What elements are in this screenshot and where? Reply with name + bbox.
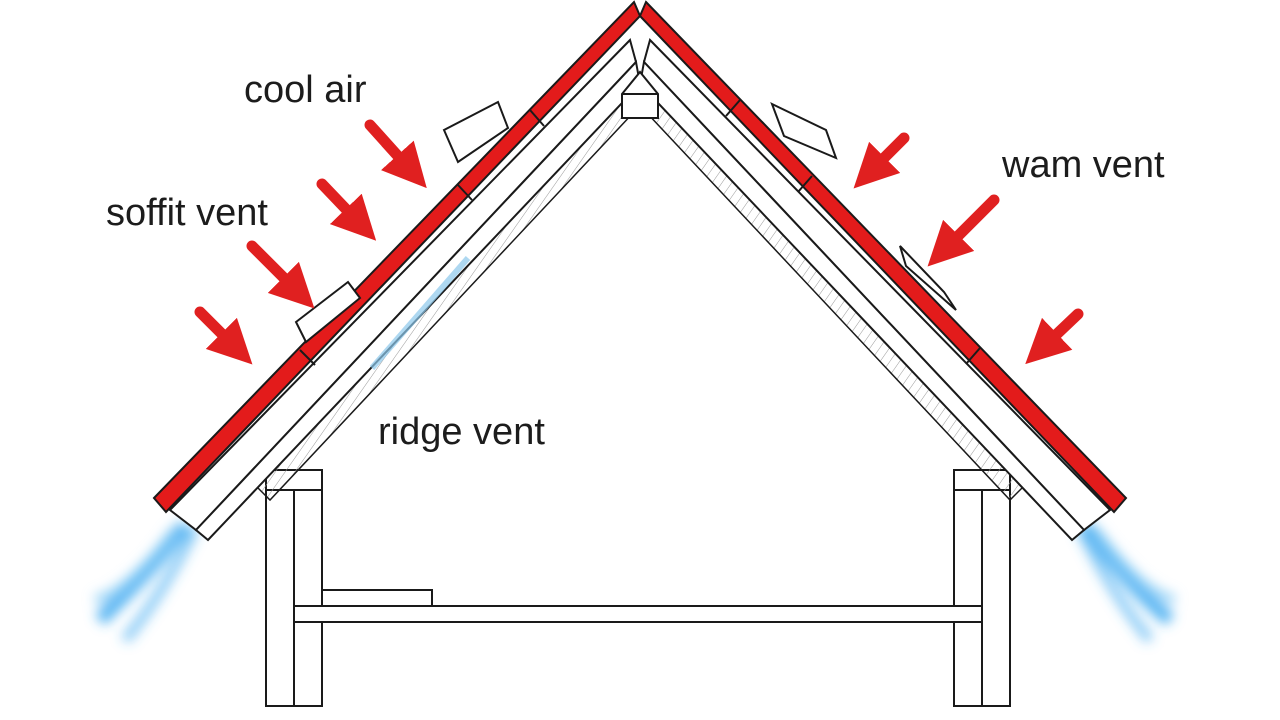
roof-vent-right-upper: [770, 102, 838, 160]
airflow-left: [93, 520, 200, 644]
arrow-cool-air-1: [364, 119, 427, 189]
label-cool-air: cool air: [244, 69, 367, 111]
roof-vent-left-upper: [442, 100, 510, 164]
ridge-vent-cap: [621, 70, 659, 119]
attic-floor-board: [321, 589, 433, 607]
airflow-right: [1075, 520, 1177, 644]
roof-vent-left-lower: [294, 280, 362, 344]
right-roof-slope: [638, 0, 1128, 542]
arrow-warm-2: [927, 194, 1000, 267]
roof-deck-right: [642, 38, 1112, 532]
left-roof-slope: [152, 0, 642, 542]
roof-deck-left: [168, 38, 638, 532]
arrow-soffit-2: [194, 306, 253, 365]
arrow-warm-3: [1025, 308, 1084, 365]
arrow-cool-air-2: [316, 178, 377, 241]
label-warm-vent: wam vent: [1001, 144, 1165, 186]
roof-vent-boxes: [294, 100, 957, 344]
label-soffit-vent: soffit vent: [106, 192, 268, 234]
label-ridge-vent: ridge vent: [378, 411, 545, 453]
roof-vent-right-lower: [899, 245, 957, 311]
roof-shingles-right: [638, 0, 1128, 514]
arrow-warm-1: [853, 132, 910, 189]
airflow-arrows: [194, 119, 1084, 365]
arrow-soffit-1: [246, 240, 315, 309]
attic-structure: [265, 469, 1011, 707]
ceiling-joist: [293, 605, 983, 623]
